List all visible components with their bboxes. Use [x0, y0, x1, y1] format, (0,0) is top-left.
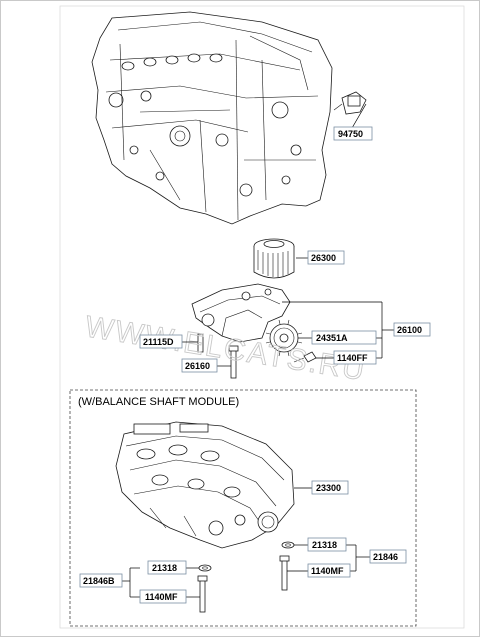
label-94750[interactable]: 94750: [333, 126, 373, 141]
label-26300[interactable]: 26300: [307, 250, 345, 265]
oil-filter-drawing: [253, 238, 295, 279]
part-number-21115D: 21115D: [143, 337, 174, 347]
label-24351A[interactable]: 24351A: [311, 330, 377, 345]
balance-shaft-module-drawing: [115, 421, 295, 549]
label-1140FF[interactable]: 1140FF: [333, 350, 377, 365]
label-21318-right[interactable]: 21318: [307, 537, 347, 552]
part-number-94750: 94750: [338, 129, 363, 139]
part-number-21318-left: 21318: [152, 563, 177, 573]
label-1140MF-right[interactable]: 1140MF: [307, 563, 351, 578]
label-21846B[interactable]: 21846B: [79, 573, 123, 588]
leader-lines: [122, 103, 394, 598]
part-number-24351A: 24351A: [316, 333, 348, 343]
part-number-1140MF-right: 1140MF: [311, 566, 344, 576]
part-number-23300: 23300: [316, 483, 341, 493]
label-1140MF-left[interactable]: 1140MF: [139, 589, 187, 604]
engine-block-drawing: [91, 11, 333, 225]
label-21318-left[interactable]: 21318: [147, 560, 187, 575]
label-21115D[interactable]: 21115D: [139, 334, 183, 349]
label-21846[interactable]: 21846: [369, 549, 407, 564]
part-number-26160: 26160: [185, 361, 210, 371]
module-title: (W/BALANCE SHAFT MODULE): [78, 396, 239, 408]
diagram-inner-frame: [59, 5, 465, 629]
label-23300[interactable]: 23300: [311, 480, 349, 495]
label-26160[interactable]: 26160: [181, 358, 218, 373]
part-number-21846: 21846: [373, 552, 398, 562]
label-26100[interactable]: 26100: [393, 322, 431, 337]
part-number-26300: 26300: [311, 253, 336, 263]
balance-shaft-module-box: [69, 389, 417, 627]
part-number-1140MF-left: 1140MF: [145, 592, 178, 602]
part-number-21846B: 21846B: [83, 576, 115, 586]
part-number-26100: 26100: [397, 325, 422, 335]
part-number-21318-right: 21318: [312, 540, 337, 550]
module-fasteners-drawing: [197, 541, 295, 613]
oil-pressure-sensor-drawing: [333, 91, 367, 115]
part-number-1140FF: 1140FF: [337, 353, 368, 363]
